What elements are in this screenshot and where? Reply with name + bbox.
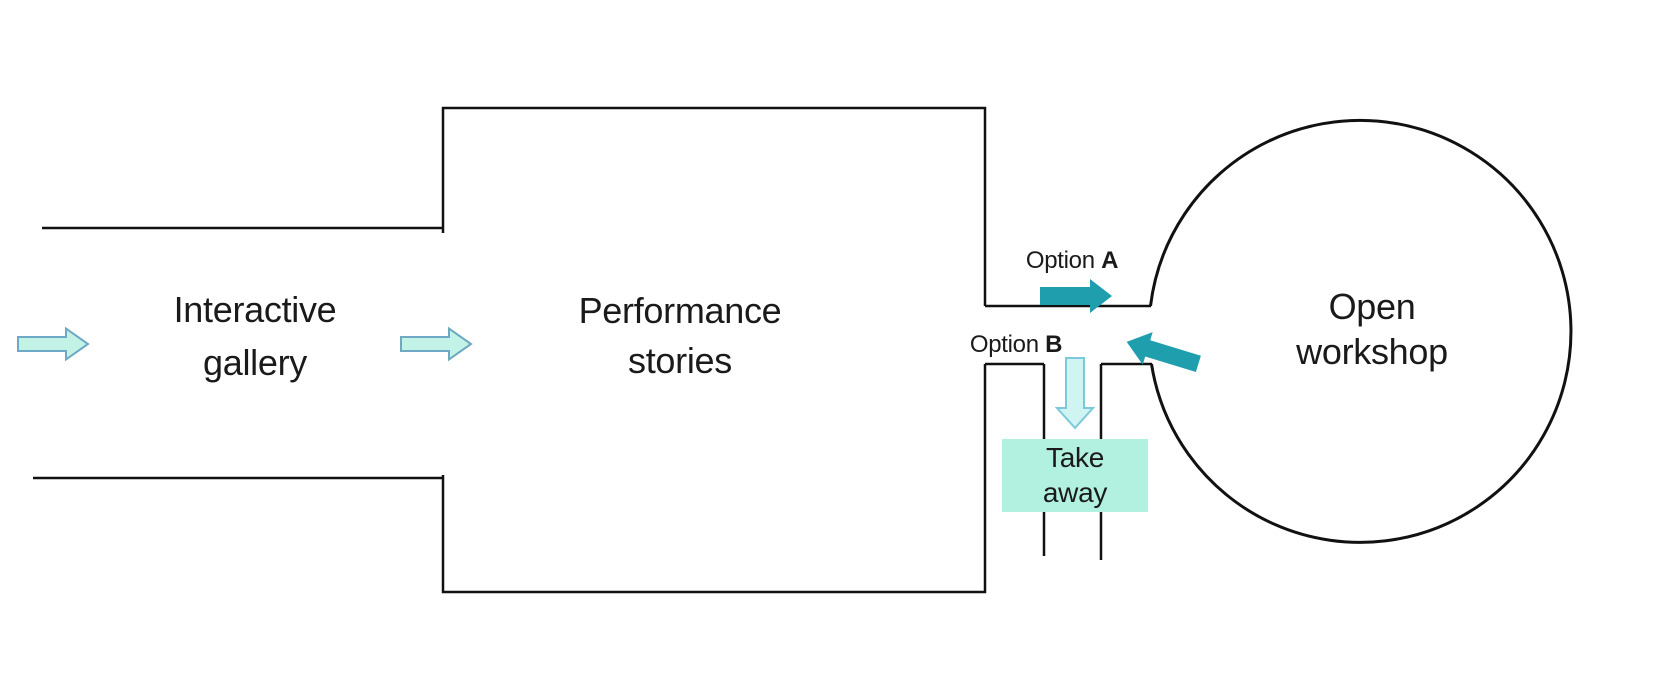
option-b-letter: B (1045, 331, 1062, 358)
performance-stories-label-line1: Performance (579, 290, 782, 331)
performance-stories-label-line2: stories (628, 340, 732, 381)
workshop-return-arrow-left-icon (1126, 332, 1201, 372)
performance-room-wall-lower (441, 364, 987, 594)
option-a-label: Option A (1026, 247, 1118, 274)
option-a-letter: A (1101, 247, 1118, 274)
labels-group: Interactive gallery Performance stories … (174, 247, 1449, 508)
interactive-gallery-label-line1: Interactive (174, 289, 337, 330)
open-workshop-label-line1: Open (1329, 286, 1416, 327)
walls-group (33, 106, 1573, 594)
option-a-prefix: Option (1026, 247, 1101, 274)
gallery-to-stories-arrow-right-icon (400, 326, 473, 362)
arrows-group (17, 279, 1201, 430)
take-away-label-line1: Take (1046, 442, 1104, 473)
entry-arrow-right-icon (17, 326, 90, 362)
take-away-box (1002, 439, 1148, 512)
open-workshop-circle (1149, 118, 1573, 544)
option-b-prefix: Option (970, 331, 1045, 358)
take-away-label-line2: away (1043, 477, 1107, 508)
option-b-label: Option B (970, 331, 1062, 358)
performance-room-wall-upper (441, 106, 987, 306)
interactive-gallery-label-line2: gallery (203, 342, 307, 383)
option-b-arrow-down-icon (1054, 357, 1096, 430)
option-a-arrow-right-icon (1040, 279, 1112, 313)
open-workshop-label-line2: workshop (1295, 331, 1448, 372)
